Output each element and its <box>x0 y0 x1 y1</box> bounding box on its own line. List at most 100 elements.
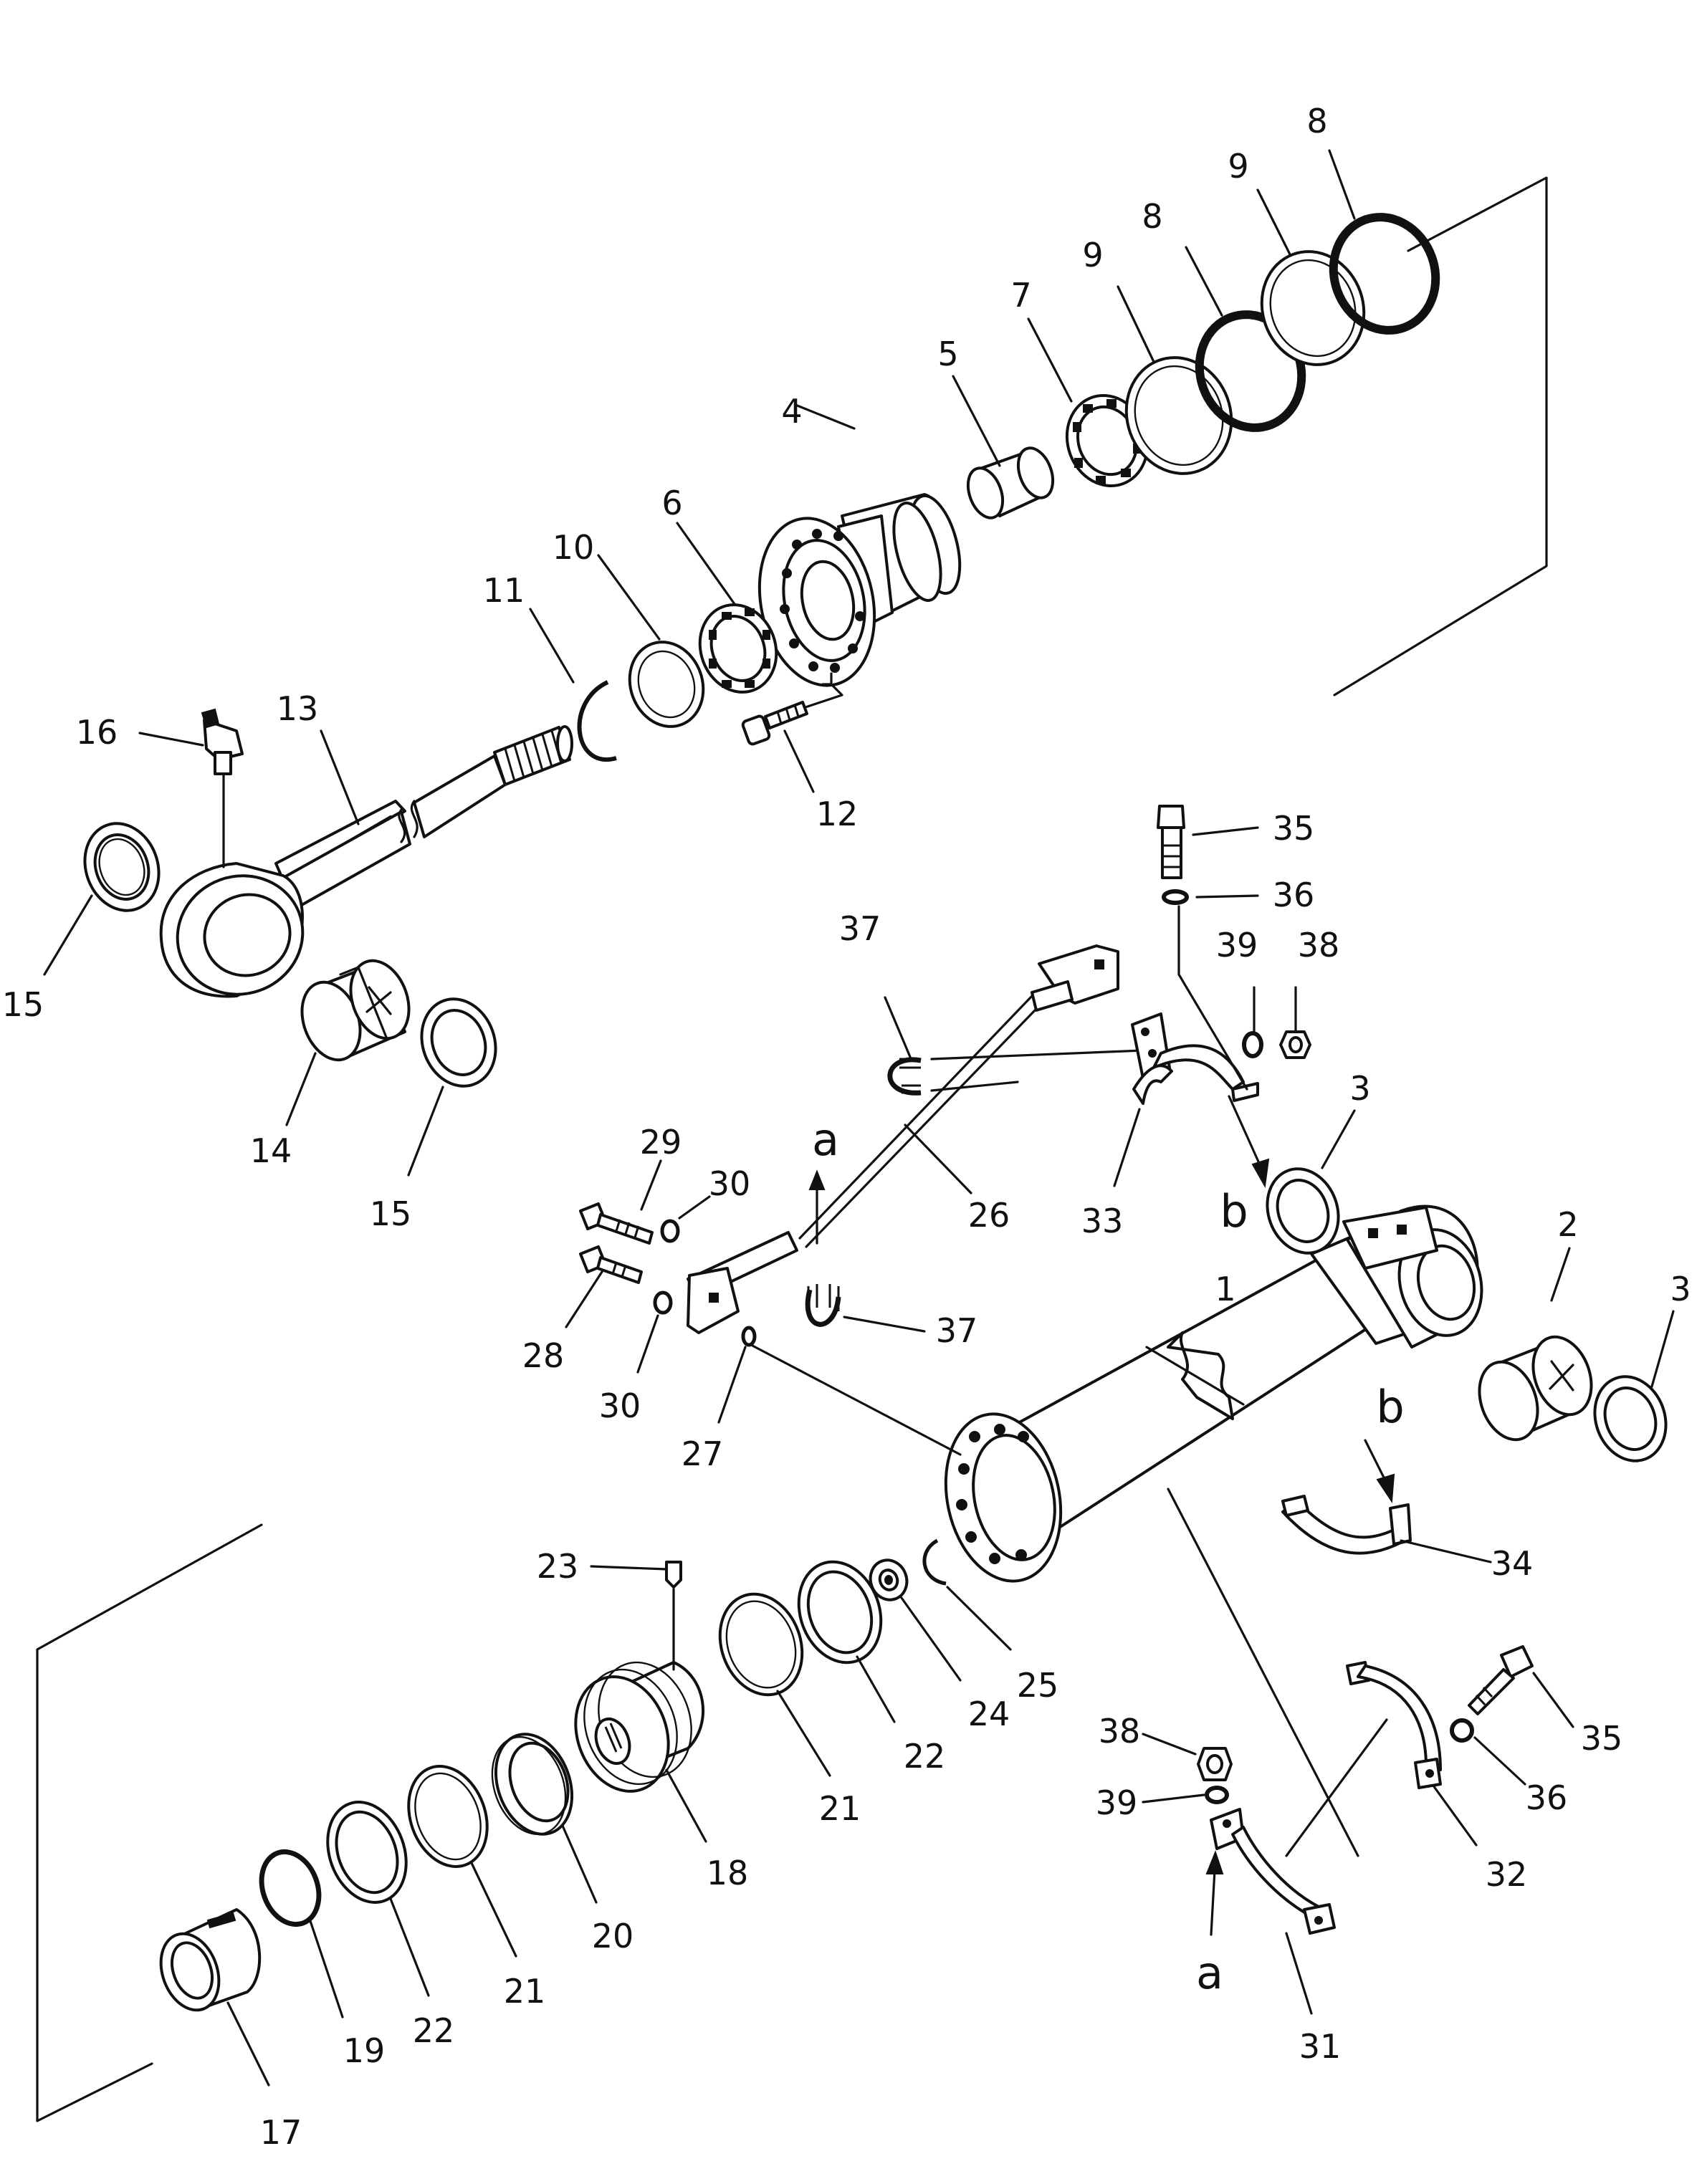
leader-21b <box>470 1862 517 1958</box>
dust-seal-3b <box>1593 1375 1668 1462</box>
leader-20 <box>561 1824 598 1904</box>
ring-22b <box>326 1801 408 1904</box>
piston-rod <box>159 725 573 998</box>
bolt-35a <box>1157 805 1185 879</box>
leader-4 <box>794 403 856 430</box>
callout-14: 14 <box>250 1131 292 1170</box>
washer-39b <box>1205 1786 1229 1804</box>
marker-b-lower: b <box>1376 1381 1404 1433</box>
leader-38b <box>1142 1733 1197 1756</box>
leader-9b <box>1256 188 1291 256</box>
callout-15-a: 15 <box>2 985 44 1024</box>
leader-19 <box>308 1917 344 2018</box>
callout-6: 6 <box>661 484 682 522</box>
washer-36b <box>1450 1718 1474 1743</box>
callout-22-b: 22 <box>413 2011 455 2050</box>
callout-32: 32 <box>1486 1855 1528 1894</box>
callout-2: 2 <box>1557 1205 1578 1244</box>
leader-8a <box>1185 246 1223 317</box>
leader-1 <box>1145 1346 1245 1406</box>
callout-9-a: 9 <box>1082 236 1103 274</box>
callout-31: 31 <box>1299 2027 1342 2066</box>
cylinder-tube <box>944 1204 1483 1583</box>
nut-38a <box>1279 1030 1311 1059</box>
callout-22-a: 22 <box>904 1737 946 1776</box>
leader-7 <box>1027 317 1073 403</box>
callout-10: 10 <box>553 528 595 567</box>
leader-35a <box>1192 826 1259 836</box>
backup-ring-9b <box>1260 250 1366 366</box>
snap-ring-25 <box>922 1538 947 1586</box>
callout-34: 34 <box>1491 1544 1534 1583</box>
leader-21a <box>776 1690 831 1777</box>
callout-19: 19 <box>343 2031 386 2070</box>
leader-32 <box>1432 1784 1478 1847</box>
u-bolt-37a <box>887 1048 1162 1096</box>
leader-36a <box>1195 894 1259 899</box>
cushion-collar-17 <box>159 1908 262 2012</box>
callout-21-b: 21 <box>504 1972 546 2011</box>
leader-3a <box>1321 1109 1356 1169</box>
leader-36b <box>1473 1736 1526 1786</box>
callout-1: 1 <box>1215 1270 1235 1308</box>
callout-13: 13 <box>277 689 319 728</box>
seal-6 <box>698 603 778 694</box>
upper-group-bracket <box>1333 176 1548 696</box>
leader-17 <box>226 2001 270 2087</box>
callout-30-a: 30 <box>709 1164 751 1203</box>
washer-36a <box>1162 889 1248 1091</box>
o-ring-8b <box>1329 213 1440 335</box>
leader-26 <box>904 1124 972 1194</box>
callout-7: 7 <box>1010 276 1031 315</box>
callout-36-a: 36 <box>1273 876 1315 914</box>
callout-39-a: 39 <box>1216 926 1258 964</box>
leader-12 <box>783 729 815 793</box>
snap-ring-11 <box>577 680 617 762</box>
leader-15a <box>43 894 93 976</box>
callout-11: 11 <box>483 571 525 610</box>
leader-27 <box>717 1346 747 1424</box>
bolt-28 <box>579 1245 643 1284</box>
clamp-32 <box>1346 1661 1442 1789</box>
leader-16 <box>138 732 204 747</box>
leader-22b <box>389 1897 430 1997</box>
leader-37a <box>884 996 912 1058</box>
ring-22a <box>797 1560 883 1665</box>
callout-16: 16 <box>76 713 118 752</box>
callout-33: 33 <box>1081 1202 1124 1240</box>
callout-8-a: 8 <box>1142 197 1162 236</box>
lower-group-bracket <box>36 1523 263 2122</box>
nut-38b <box>1197 1747 1233 1781</box>
clamp-33 <box>1131 1012 1259 1105</box>
bushing-5 <box>966 446 1055 519</box>
leader-tube-to-clamp31 <box>1167 1488 1359 1857</box>
leader-23 <box>590 1565 668 1571</box>
leader-14 <box>285 1052 317 1126</box>
leader-25 <box>946 1586 1012 1651</box>
leader-2 <box>1550 1247 1571 1302</box>
washer-39a <box>1242 1031 1263 1058</box>
bushing-14 <box>300 959 411 1062</box>
nut-24 <box>869 1558 909 1601</box>
leader-9a <box>1117 285 1155 363</box>
wear-ring-21b <box>407 1765 489 1868</box>
leader-13 <box>320 729 360 825</box>
marker-a-lower: a <box>1196 1947 1223 1999</box>
leader-31 <box>1285 1932 1313 2015</box>
u-bolt-37b <box>805 1284 841 1327</box>
leader-22a <box>856 1655 896 1723</box>
leader-15b <box>407 1086 444 1177</box>
callout-25: 25 <box>1017 1666 1059 1705</box>
piston <box>574 1661 704 1793</box>
ring-10 <box>628 641 705 728</box>
grease-fitting-16 <box>201 708 244 868</box>
set-screw-23 <box>665 1561 682 1671</box>
leader-3b <box>1650 1310 1675 1388</box>
arrow-b-upper <box>1228 1095 1270 1189</box>
bushing-2 <box>1478 1335 1593 1442</box>
callout-3-right: 3 <box>1670 1270 1691 1308</box>
bolt-12 <box>741 701 808 746</box>
bolt-35b <box>1468 1645 1534 1715</box>
callout-30-b: 30 <box>599 1386 641 1425</box>
